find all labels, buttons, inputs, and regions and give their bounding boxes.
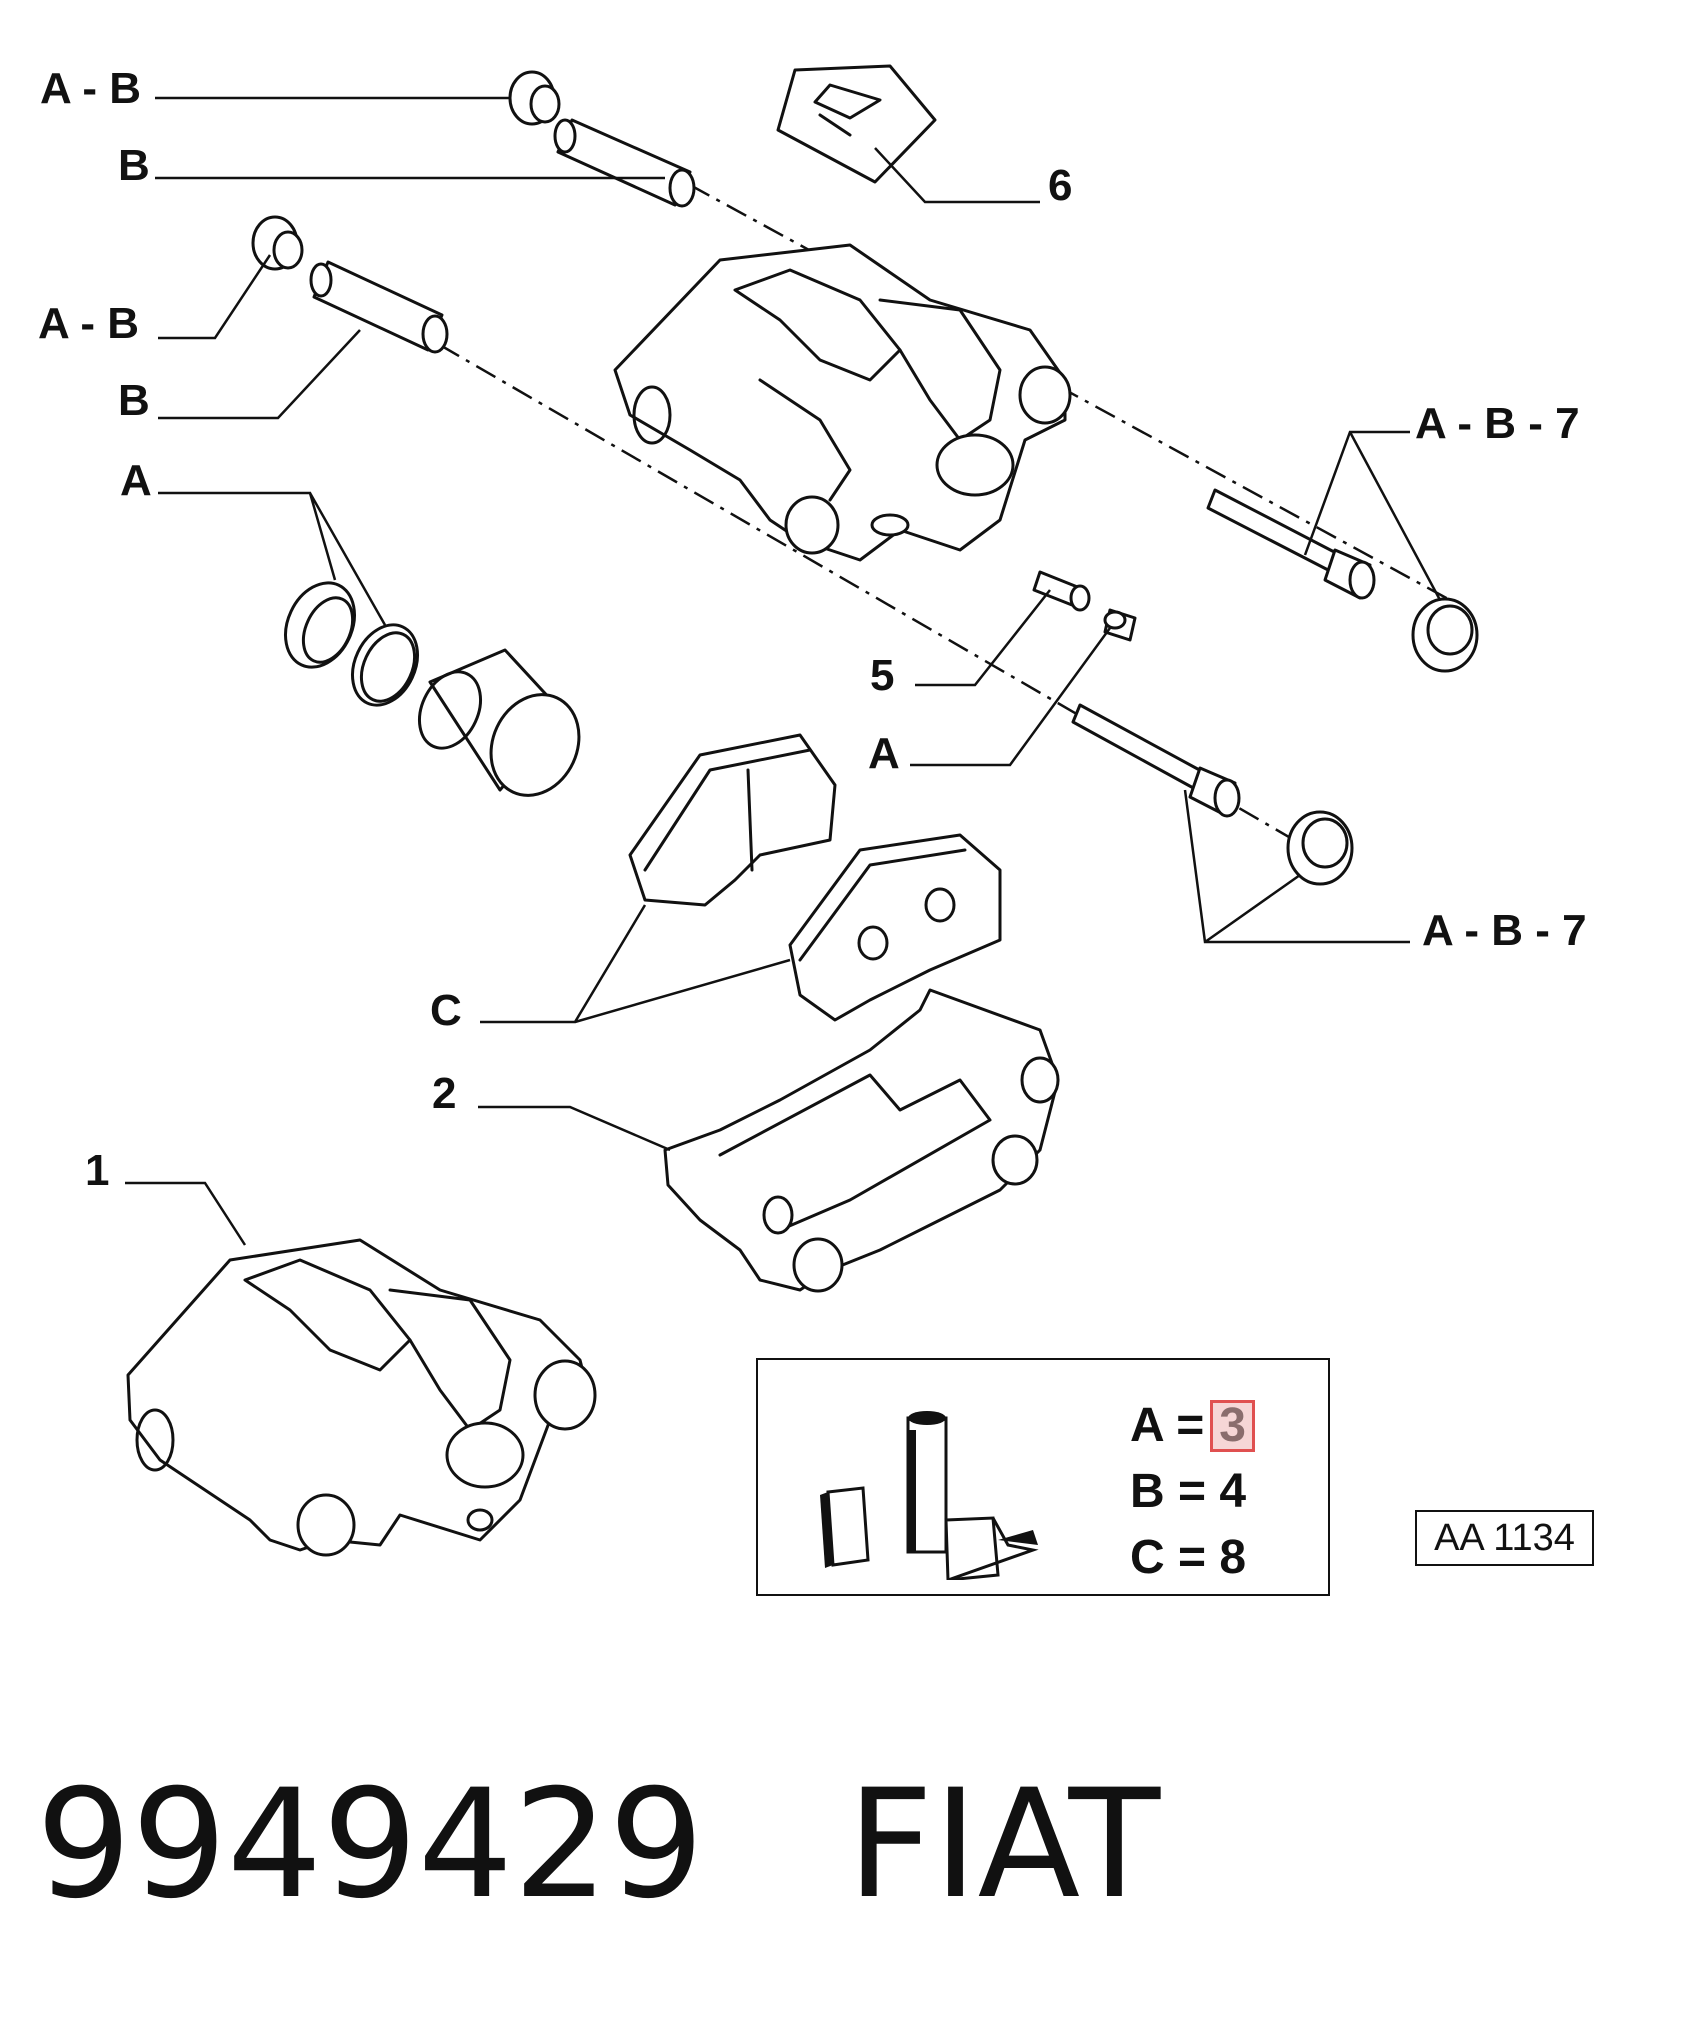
dust-cap-upper (1411, 597, 1479, 673)
legend-a-value-highlight: 3 (1210, 1400, 1255, 1452)
leader-c (480, 904, 791, 1024)
bleed-cap (1103, 608, 1137, 642)
anti-rattle-clip (776, 64, 937, 184)
leader-ab-mid (158, 254, 272, 340)
callout-b-top: B (118, 141, 150, 190)
leader-ab7-top (1303, 430, 1442, 601)
legend-row-a: A =3 (1130, 1398, 1255, 1453)
callout-b-mid: B (118, 376, 150, 425)
leader-five (915, 589, 1051, 687)
leader-a-mid (910, 627, 1112, 767)
bleed-screw (1032, 570, 1091, 612)
bushing-top (508, 70, 561, 126)
brand-name: FIAT (847, 1758, 1161, 1932)
callout-one: 1 (85, 1146, 109, 1195)
brake-pad-rear (788, 833, 1002, 1022)
brake-pad-front (628, 733, 837, 907)
guide-pin-mid (309, 260, 449, 354)
guide-pin-top (553, 118, 696, 208)
dust-cap-lower (1286, 810, 1354, 886)
part-number-footer: 9949429 FIAT (36, 1770, 1160, 1920)
leader-six (874, 147, 1040, 204)
callout-ab-top: A - B (40, 64, 141, 113)
legend-row-c: C = 8 (1130, 1531, 1247, 1584)
reference-code-box: AA 1134 (1415, 1510, 1594, 1566)
leader-ab7-bottom (1183, 789, 1410, 944)
caliper-assembly (126, 1238, 597, 1557)
callout-a-mid: A (868, 729, 900, 778)
legend-a-label: A = (1130, 1399, 1205, 1452)
lubricant-products-icon (820, 1411, 1039, 1580)
callout-ab7-top: A - B - 7 (1415, 399, 1580, 448)
callout-five: 5 (870, 651, 894, 700)
callout-two: 2 (432, 1069, 456, 1118)
caliper-bolt-lower (1071, 703, 1241, 818)
callout-six: 6 (1048, 161, 1072, 210)
callout-ab7-bottom: A - B - 7 (1422, 906, 1587, 955)
leader-b-mid (158, 329, 361, 420)
dust-seal (284, 581, 356, 669)
callout-c: C (430, 986, 462, 1035)
quantity-legend: A =3 B = 4 C = 8 (756, 1358, 1330, 1596)
leader-one (125, 1181, 247, 1246)
caliper-bolt-upper (1206, 488, 1376, 600)
part-number: 9949429 (36, 1758, 705, 1932)
bushing-mid (251, 215, 304, 271)
piston (418, 648, 581, 797)
legend-row-b: B = 4 (1130, 1465, 1247, 1518)
leader-a-left (158, 491, 387, 626)
caliper-carrier-bracket (663, 988, 1060, 1293)
caliper-body-exploded (613, 243, 1072, 562)
callout-a-left: A (120, 456, 152, 505)
piston-seal-ring (351, 623, 419, 707)
leader-two (478, 1105, 671, 1152)
callout-ab-mid: A - B (38, 299, 139, 348)
